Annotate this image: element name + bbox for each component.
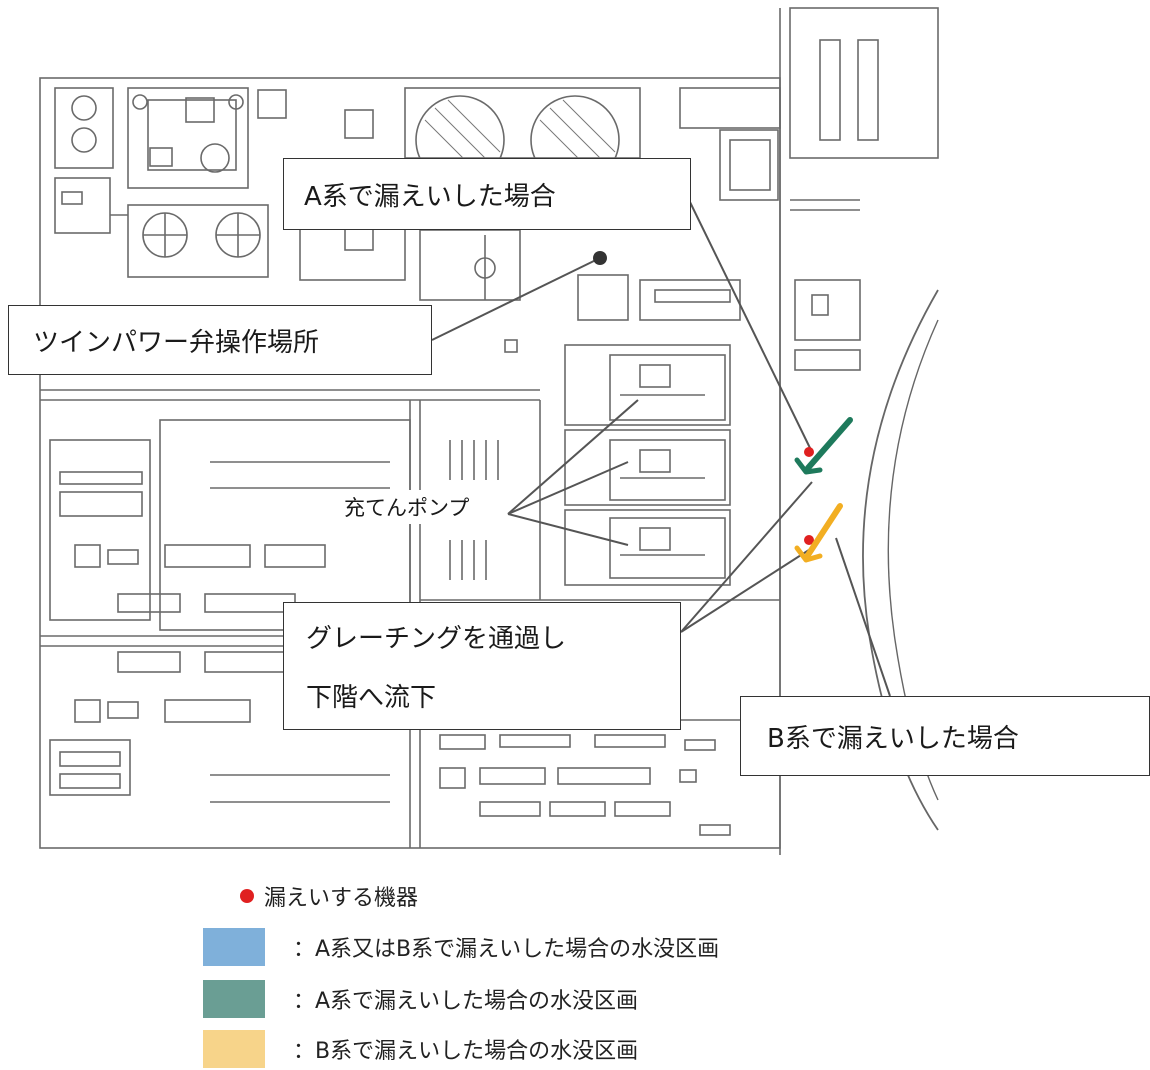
legend-a-area: ：A系で漏えいした場合の水没区画	[203, 980, 638, 1018]
a-area-swatch	[203, 980, 265, 1018]
b-leak-label: B系で漏えいした場合	[767, 723, 1019, 754]
a-leak-callout: A系で漏えいした場合	[283, 158, 691, 230]
legend-ab-area: ：A系又はB系で漏えいした場合の水没区画	[203, 928, 719, 966]
tank-room	[404, 87, 641, 159]
a-leak-label: A系で漏えいした場合	[304, 181, 556, 212]
grating-label-line2: 下階へ流下	[306, 683, 437, 713]
room-tl-3	[257, 89, 287, 119]
leader-grating-2	[680, 547, 813, 633]
room-tl-4	[127, 204, 269, 278]
leader-pump-1	[507, 399, 639, 515]
legend-b-area-label: ：B系で漏えいした場合の水没区画	[293, 1039, 639, 1064]
leak-dot-icon	[240, 889, 254, 903]
ab-area-swatch	[203, 928, 265, 966]
pump-room-2	[564, 429, 731, 506]
b-flow-arrow	[805, 503, 843, 558]
pump-room-3	[564, 509, 731, 586]
pump-room-1	[564, 344, 731, 426]
grating-callout: グレーチングを通過し 下階へ流下	[283, 602, 681, 730]
twin-power-label: ツインパワー弁操作場所	[33, 327, 320, 358]
top-right-room	[789, 7, 939, 159]
pump-label: 充てんポンプ	[340, 490, 474, 524]
grating-label-line1: グレーチングを通過し	[306, 624, 567, 654]
leak-device-a	[804, 447, 814, 457]
room-tl-1	[54, 87, 114, 169]
room-tl-2	[127, 87, 249, 189]
twin-power-callout: ツインパワー弁操作場所	[8, 305, 432, 375]
legend-leak-device: 漏えいする機器	[240, 880, 418, 912]
a-flow-arrow	[805, 417, 853, 471]
leader-grating-1	[680, 481, 813, 633]
b-leak-callout: B系で漏えいした場合	[740, 696, 1150, 776]
leader-twin	[431, 257, 601, 341]
legend-leak-device-label: 漏えいする機器	[264, 886, 419, 911]
leader-a	[687, 197, 811, 449]
legend-ab-area-label: ：A系又はB系で漏えいした場合の水没区画	[293, 937, 720, 962]
leak-device-b	[804, 535, 814, 545]
leader-pump-3	[507, 513, 629, 546]
legend-b-area: ：B系で漏えいした場合の水没区画	[203, 1030, 638, 1068]
b-area-swatch	[203, 1030, 265, 1068]
twin-power-location-dot	[593, 251, 607, 265]
legend-a-area-label: ：A系で漏えいした場合の水没区画	[293, 989, 639, 1014]
leader-b	[835, 537, 891, 697]
leader-pump-2	[507, 461, 629, 515]
